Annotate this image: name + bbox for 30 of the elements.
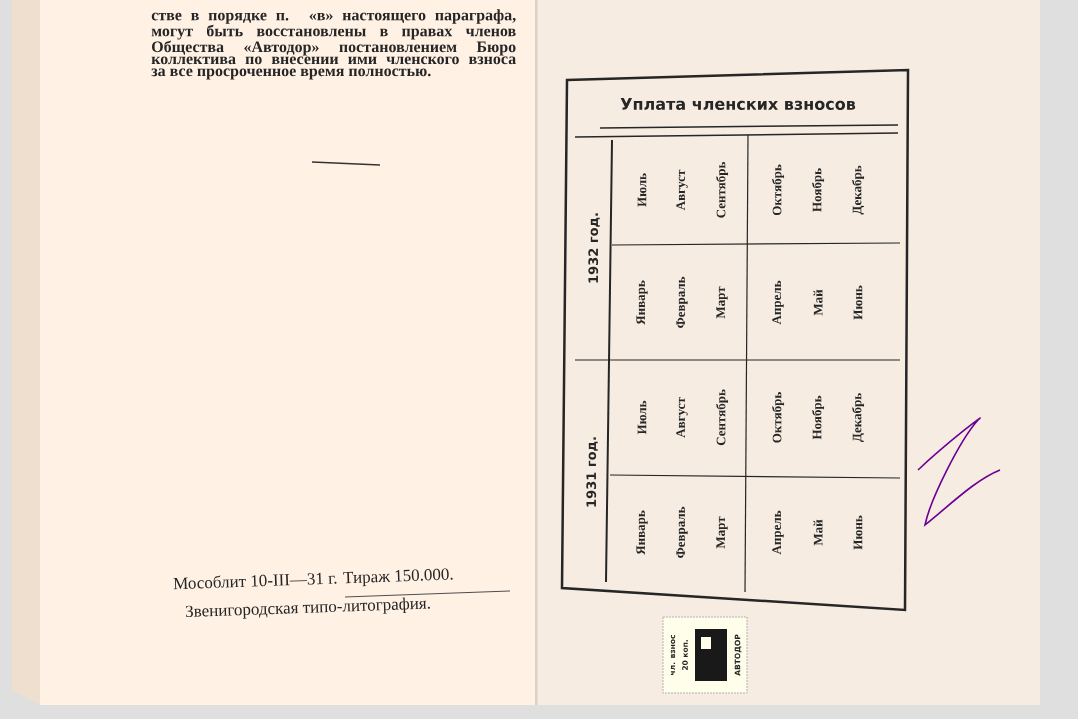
year-label: 1932 год.	[588, 213, 600, 283]
month-label: Март	[716, 286, 728, 319]
imprint-line: Мособлит 10-III—31 г. Тираж 150.000.	[173, 568, 453, 590]
month-label: Август	[676, 169, 688, 211]
month-label: Июнь	[853, 285, 863, 320]
month-label: Февраль	[676, 276, 688, 328]
month-label: Октябрь	[772, 164, 785, 216]
month-label: Июнь	[853, 515, 863, 550]
month-label: Январь	[636, 280, 648, 325]
year-label: 1931 год.	[586, 437, 598, 507]
paragraph: стве в порядке п. «в» настоящего параграфа, могут быть восстановлены в правах членов Общества «Автодор» постановлением Бюро коллектива по внесении ими членского взноса за все просроченное время полностью.	[151, 9, 516, 80]
month-label: Октябрь	[772, 392, 785, 443]
month-label: Январь	[636, 510, 648, 555]
month-label: Май	[813, 289, 823, 316]
month-label: Декабрь	[851, 165, 865, 215]
table-heading: Уплата членских взносов	[620, 98, 856, 110]
month-label: Июль	[637, 400, 647, 435]
month-label: Июль	[637, 173, 647, 207]
month-label: Сентябрь	[716, 162, 729, 218]
month-label: Декабрь	[851, 393, 865, 443]
month-label: Апрель	[772, 280, 784, 325]
month-label: Февраль	[676, 506, 688, 558]
month-label: Ноябрь	[812, 395, 825, 440]
month-label: Август	[676, 397, 688, 438]
month-label: Ноябрь	[812, 168, 825, 212]
month-label: Сентябрь	[716, 389, 729, 446]
month-label: Апрель	[772, 510, 784, 555]
month-label: Март	[716, 516, 728, 549]
month-label: Май	[813, 519, 823, 546]
imprint-line: Звенигородская типо-литография.	[186, 597, 430, 619]
